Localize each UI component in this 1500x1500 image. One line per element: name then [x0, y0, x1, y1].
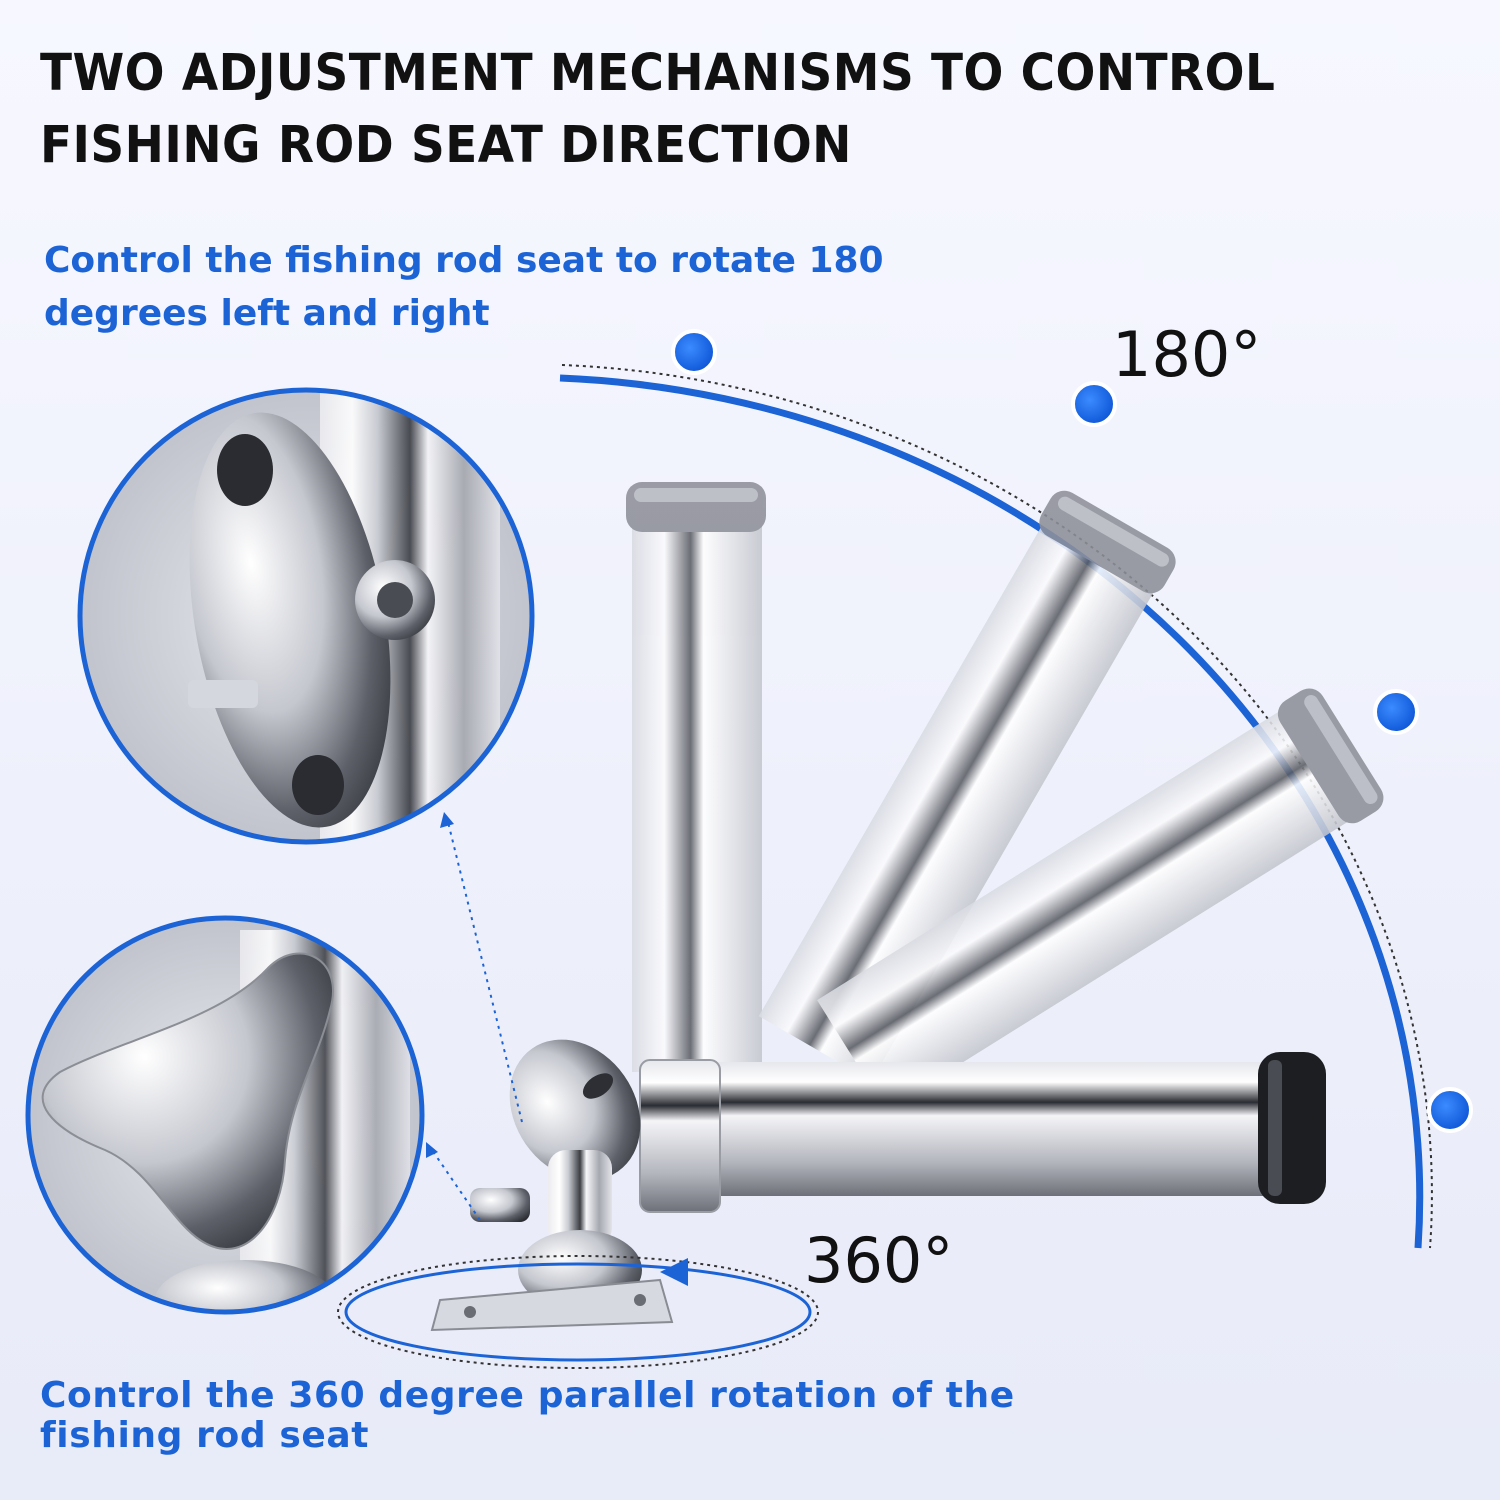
rod-tube-position-tilt-2	[817, 688, 1384, 1111]
page-title: TWO ADJUSTMENT MECHANISMS TO CONTROL FIS…	[40, 44, 1276, 175]
swivel-mount	[430, 1039, 674, 1332]
callout-leaders	[426, 812, 523, 1221]
label-180-degrees: 180°	[1112, 318, 1262, 391]
rotation-ring-360	[337, 1255, 819, 1369]
rotate-360-caption: Control the 360 degree parallel rotation…	[40, 1375, 1015, 1456]
detail-bubble-star-knob	[25, 915, 425, 1315]
label-360-degrees: 360°	[804, 1224, 954, 1297]
arc-marker-dot	[1427, 1087, 1473, 1133]
rod-tube-position-tilt-1	[758, 490, 1176, 1082]
arc-marker-dot	[671, 329, 717, 375]
rod-tube-position-vertical	[626, 482, 766, 1072]
rod-tube-horizontal	[639, 1052, 1326, 1213]
arrow-icon	[660, 1258, 688, 1286]
arc-marker-dot	[1071, 381, 1117, 427]
tilt-lock-knob	[470, 1188, 530, 1222]
rotate-180-caption: Control the fishing rod seat to rotate 1…	[44, 240, 884, 334]
mounting-base-plate	[430, 1278, 674, 1332]
detail-bubble-tilt-mechanism	[77, 387, 535, 845]
rotation-arc-180	[559, 329, 1473, 1249]
arc-marker-dot	[1373, 689, 1419, 735]
